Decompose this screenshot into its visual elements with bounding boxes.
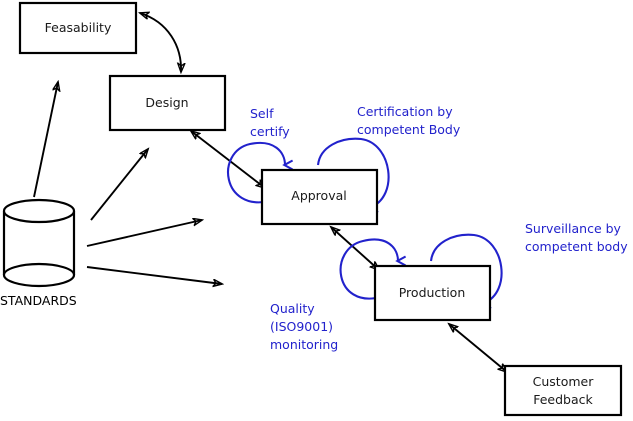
edge-standards-approval [86,220,202,247]
annotation-quality-iso9001-monitoring: Quality (ISO9001) monitoring [270,301,338,352]
annotation-self-certify: Self certify [250,106,290,139]
edge-standards-feasability [33,82,58,198]
edge-approval-production [331,227,379,270]
edge-feasability-design [140,13,181,72]
node-production-label: Production [399,285,466,300]
loop-surveillance [429,233,503,312]
node-feasability-label: Feasability [45,20,112,35]
edge-standards-design [90,149,148,221]
edge-design-approval [191,131,265,188]
node-approval[interactable]: Approval [260,168,379,226]
node-standards-label: STANDARDS [0,293,77,308]
annotation-self-certify-line2: certify [250,124,290,139]
loop-quality-monitoring [339,238,407,300]
annotation-certification-line2: competent Body [357,122,461,137]
node-design-label: Design [145,95,188,110]
annotation-surveillance-line2: competent body [525,239,628,254]
node-customer-feedback-label-line2: Feedback [533,392,593,407]
node-production[interactable]: Production [373,264,492,322]
annotation-surveillance-line1: Surveillance by [525,221,622,236]
node-design[interactable]: Design [108,74,227,132]
annotation-quality-line1: Quality [270,301,315,316]
annotation-quality-line3: monitoring [270,337,338,352]
loop-self-certify [227,141,294,204]
annotation-surveillance-competent-body: Surveillance by competent body [525,221,628,254]
annotation-certification-competent-body: Certification by competent Body [357,104,461,137]
node-customer-feedback[interactable]: Customer Feedback [503,364,623,417]
annotation-self-certify-line1: Self [250,106,274,121]
edge-production-customer-feedback [449,324,507,372]
annotation-quality-line2: (ISO9001) [270,319,333,334]
loop-certification [316,137,390,216]
edge-standards-production [86,266,222,284]
node-customer-feedback-label-line1: Customer [533,374,595,389]
node-standards-datastore[interactable]: STANDARDS [0,198,77,308]
node-feasability[interactable]: Feasability [18,1,138,55]
annotation-certification-line1: Certification by [357,104,453,119]
node-approval-label: Approval [291,188,346,203]
